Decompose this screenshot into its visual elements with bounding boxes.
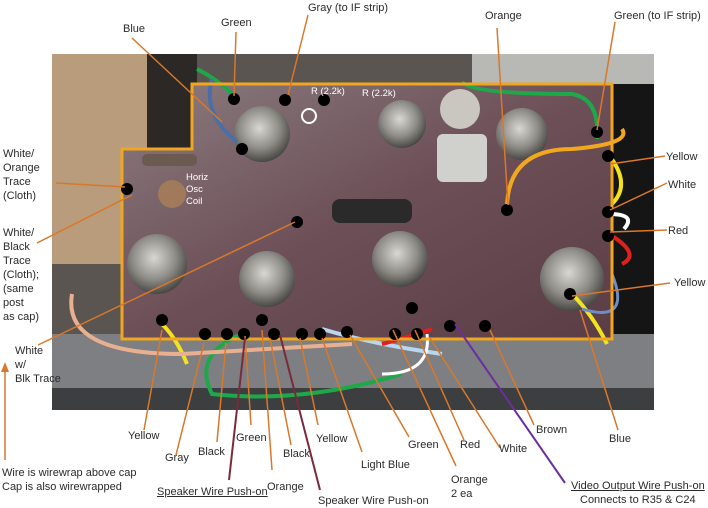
leader-red-bottom xyxy=(414,329,465,441)
vacuum-tube xyxy=(378,100,426,148)
leader-white-blk-trace xyxy=(37,221,296,346)
chassis-photo xyxy=(52,54,654,410)
leader-speaker-1 xyxy=(228,337,246,481)
vacuum-tube xyxy=(239,251,295,307)
leader-green-top xyxy=(233,31,237,97)
leader-speaker-2 xyxy=(279,334,321,491)
leader-orange-1 xyxy=(261,329,273,471)
label-orange-2ea: Orange 2 ea xyxy=(451,474,488,500)
resistor-label-1: R (2.2k) xyxy=(311,86,345,97)
leader-black-1 xyxy=(216,342,227,443)
leader-white-orange xyxy=(55,182,126,188)
vacuum-tube xyxy=(127,234,187,294)
leader-light-blue xyxy=(321,337,363,453)
label-green-2: Green xyxy=(408,439,439,451)
note-video-output: Video Output Wire Push-on xyxy=(571,480,705,492)
leader-yellow-right1 xyxy=(609,155,666,165)
leader-brown xyxy=(489,329,535,426)
note-wirewrap-2: Cap is also wirewrapped xyxy=(2,481,122,493)
leader-white-bottom xyxy=(429,337,501,449)
label-yellow-right-2: Yellow xyxy=(674,277,706,289)
leader-video-output xyxy=(454,323,566,484)
label-green-top: Green xyxy=(221,17,252,29)
vacuum-tube xyxy=(372,231,428,287)
note-wirewrap-1: Wire is wirewrap above cap xyxy=(2,467,137,479)
horiz-osc-coil-label: Horiz Osc Coil xyxy=(186,172,209,207)
note-speaker-wire-2: Speaker Wire Push-on xyxy=(318,495,429,507)
leader-orange-2ea xyxy=(392,329,457,467)
leader-white-black xyxy=(36,194,133,244)
label-yellow-bottom: Yellow xyxy=(128,430,160,442)
leader-gray-bottom xyxy=(175,342,205,456)
leader-green-1 xyxy=(244,335,252,426)
label-brown: Brown xyxy=(536,424,568,436)
leader-red-right xyxy=(609,229,668,233)
label-gray-if: Gray (to IF strip) xyxy=(308,2,389,14)
leader-yellow-right2 xyxy=(571,282,671,297)
label-white-blk-trace: White w/ Blk Trace xyxy=(15,345,61,385)
leader-blue-bottom xyxy=(579,309,619,431)
arrow-up-icon xyxy=(1,362,9,372)
label-yellow-right-1: Yellow xyxy=(666,151,698,163)
note-speaker-wire-1: Speaker Wire Push-on xyxy=(157,486,268,498)
leader-green-2 xyxy=(349,334,410,438)
label-light-blue: Light Blue xyxy=(361,459,410,471)
label-white-bottom: White xyxy=(499,443,528,455)
horiz-osc-coil xyxy=(158,180,186,208)
label-green-if: Green (to IF strip) xyxy=(614,10,701,22)
label-blue-bottom: Blue xyxy=(609,433,632,445)
label-blue-top: Blue xyxy=(123,23,146,35)
leader-black-2 xyxy=(269,337,292,446)
label-gray-bottom: Gray xyxy=(165,452,189,464)
label-black-2: Black xyxy=(283,448,310,460)
vacuum-tube xyxy=(540,247,604,311)
board-outline xyxy=(120,82,614,341)
note-video-connects: Connects to R35 & C24 xyxy=(580,494,696,506)
label-orange-top: Orange xyxy=(485,10,522,22)
leader-green-if xyxy=(596,21,616,131)
capacitor xyxy=(332,199,412,223)
label-yellow-bottom-2: Yellow xyxy=(316,433,348,445)
leader-yellow-bottom xyxy=(143,329,163,431)
label-red-bottom: Red xyxy=(460,439,481,451)
leader-blue-top xyxy=(131,37,223,123)
resistor xyxy=(142,154,197,166)
marker-circle xyxy=(301,108,317,124)
leader-white-right xyxy=(609,182,668,211)
label-orange-1: Orange xyxy=(267,481,304,493)
leader-gray-if xyxy=(287,14,309,96)
label-white-right: White xyxy=(668,179,697,191)
label-black-1: Black xyxy=(198,446,225,458)
tube-socket xyxy=(440,89,480,129)
vacuum-tube xyxy=(234,106,290,162)
label-white-orange-trace: White/ Orange Trace (Cloth) xyxy=(3,148,40,202)
label-white-black-trace: White/ Black Trace (Cloth); (same post a… xyxy=(3,227,40,323)
label-red-right: Red xyxy=(668,225,689,237)
socket-block xyxy=(437,134,487,182)
leader-orange-top xyxy=(496,27,509,206)
chassis-illustration xyxy=(52,54,654,410)
leader-yellow-2 xyxy=(299,337,319,426)
vacuum-tube xyxy=(496,108,548,160)
label-green-1: Green xyxy=(236,432,267,444)
resistor-label-2: R (2.2k) xyxy=(362,88,396,99)
terminal-dots xyxy=(121,93,614,340)
